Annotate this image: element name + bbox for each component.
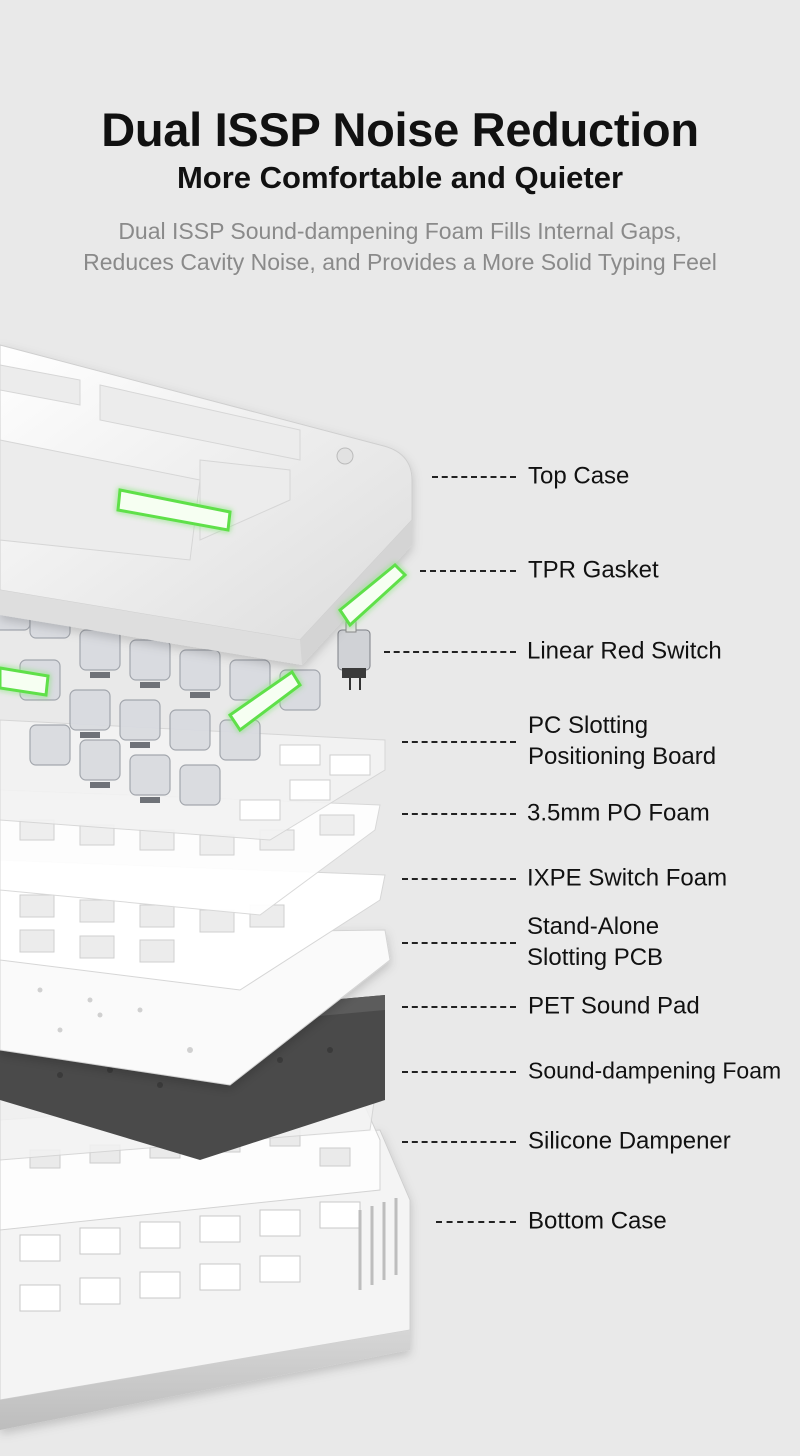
callout-linear-red-switch: Linear Red Switch [0,638,800,665]
label-linear-red-switch: Linear Red Switch [527,637,722,665]
page-title: Dual ISSP Noise Reduction [101,103,699,156]
single-switch-shape [337,617,371,690]
top-case-shape [0,344,413,665]
label-pc-slotting-board-line1: PC Slotting [528,712,649,739]
label-silicone-dampener: Silicone Dampener [528,1127,731,1155]
label-top-case: Top Case [528,462,630,490]
callout-silicone-dampener: Silicone Dampener [0,1128,800,1155]
label-bottom-case: Bottom Case [528,1207,667,1235]
tpr-gaskets-shape [0,488,408,733]
label-po-foam: 3.5mm PO Foam [527,799,710,827]
label-stand-alone-pcb: Stand-Alone Slotting PCB [527,911,663,973]
label-ixpe-switch-foam: IXPE Switch Foam [527,864,728,892]
label-stand-alone-pcb-line1: Stand-Alone [527,913,660,940]
label-sound-dampening-foam: Sound-dampening Foam [528,1057,782,1084]
label-tpr-gasket: TPR Gasket [528,556,659,584]
callout-sound-dampening-foam: Sound-dampening Foam [0,1058,800,1084]
callout-po-foam: 3.5mm PO Foam [0,800,800,827]
callout-tpr-gasket: TPR Gasket [0,557,800,584]
callout-bottom-case: Bottom Case [0,1208,800,1235]
label-pet-sound-pad: PET Sound Pad [528,992,700,1020]
callout-pc-slotting-board: PC Slotting Positioning Board [0,712,800,770]
callout-pet-sound-pad: PET Sound Pad [0,993,800,1020]
callout-stand-alone-pcb: Stand-Alone Slotting PCB [0,913,800,971]
callout-ixpe-switch-foam: IXPE Switch Foam [0,865,800,892]
page-description: Dual ISSP Sound-dampening Foam Fills Int… [83,218,717,275]
label-stand-alone-pcb-line2: Slotting PCB [527,944,664,971]
exploded-keyboard-illustration [0,344,413,1430]
page-subtitle: More Comfortable and Quieter [176,160,624,195]
callout-top-case: Top Case [0,463,800,490]
label-pc-slotting-board: PC Slotting Positioning Board [528,710,716,772]
label-pc-slotting-board-line2: Positioning Board [528,743,717,770]
